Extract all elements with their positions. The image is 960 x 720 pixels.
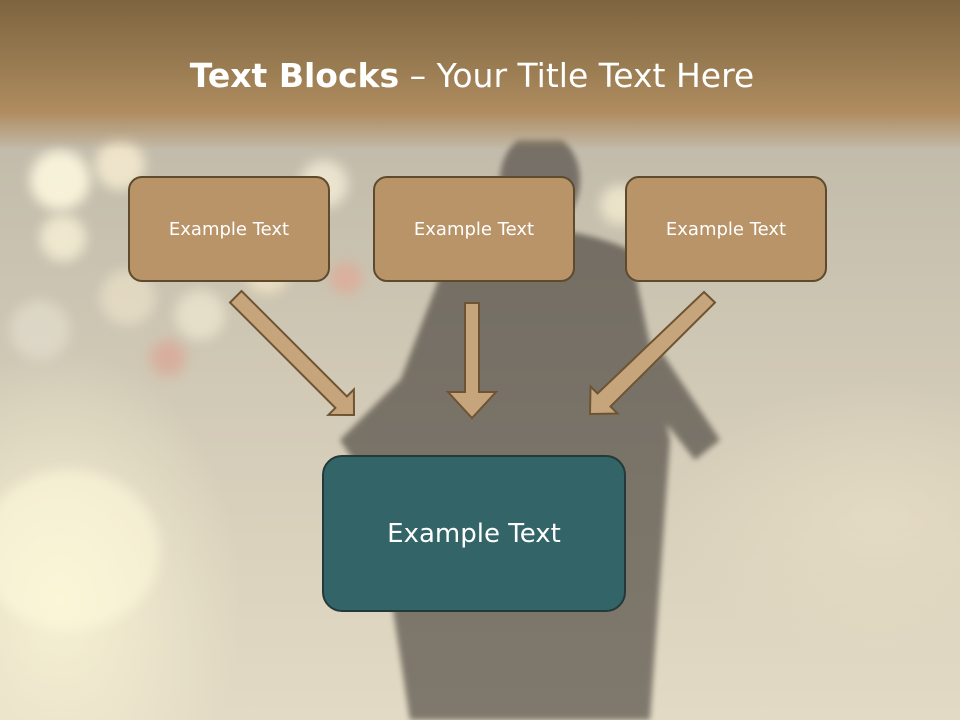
arrow-center	[445, 302, 499, 420]
target-text-block[interactable]: Example Text	[322, 455, 626, 612]
text-block-1[interactable]: Example Text	[128, 176, 330, 282]
arrow-right	[588, 290, 717, 416]
text-block-3[interactable]: Example Text	[625, 176, 827, 282]
text-block-2[interactable]: Example Text	[373, 176, 575, 282]
text-block-3-label: Example Text	[665, 218, 787, 240]
text-block-2-label: Example Text	[413, 218, 535, 240]
title-regular-part: – Your Title Text Here	[399, 56, 755, 95]
arrow-left	[228, 289, 356, 417]
title-bold-part: Text Blocks	[189, 56, 400, 95]
header-band	[0, 0, 960, 150]
slide-title: Text Blocks – Your Title Text Here	[0, 52, 944, 100]
target-text-block-label: Example Text	[387, 518, 561, 549]
text-block-1-label: Example Text	[168, 218, 290, 240]
